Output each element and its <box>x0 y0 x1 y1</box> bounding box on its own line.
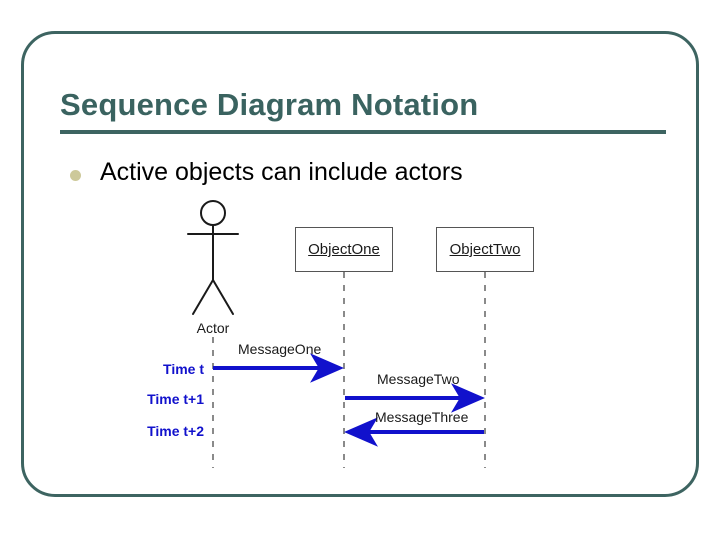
title-divider-rule <box>60 130 666 134</box>
lifeline-box-objecttwo: ObjectTwo <box>436 227 534 272</box>
bullet-item: Active objects can include actors <box>70 158 650 194</box>
lifeline-box-label: ObjectTwo <box>449 241 521 258</box>
actor-name-label: Actor <box>196 320 230 336</box>
slide-border-frame <box>21 31 699 497</box>
bullet-item-label: Active objects can include actors <box>100 158 463 186</box>
message-label-two: MessageTwo <box>377 371 460 387</box>
message-label-one: MessageOne <box>238 341 322 357</box>
lifeline-box-objectone: ObjectOne <box>295 227 393 272</box>
message-label-three: MessageThree <box>375 409 469 425</box>
time-label-t: Time t <box>163 361 204 377</box>
page-title: Sequence Diagram Notation <box>60 87 479 122</box>
time-label-t-plus-1: Time t+1 <box>147 391 204 407</box>
time-label-t-plus-2: Time t+2 <box>147 423 204 439</box>
disc-bullet-icon <box>70 170 81 181</box>
lifeline-box-label: ObjectOne <box>308 241 380 258</box>
